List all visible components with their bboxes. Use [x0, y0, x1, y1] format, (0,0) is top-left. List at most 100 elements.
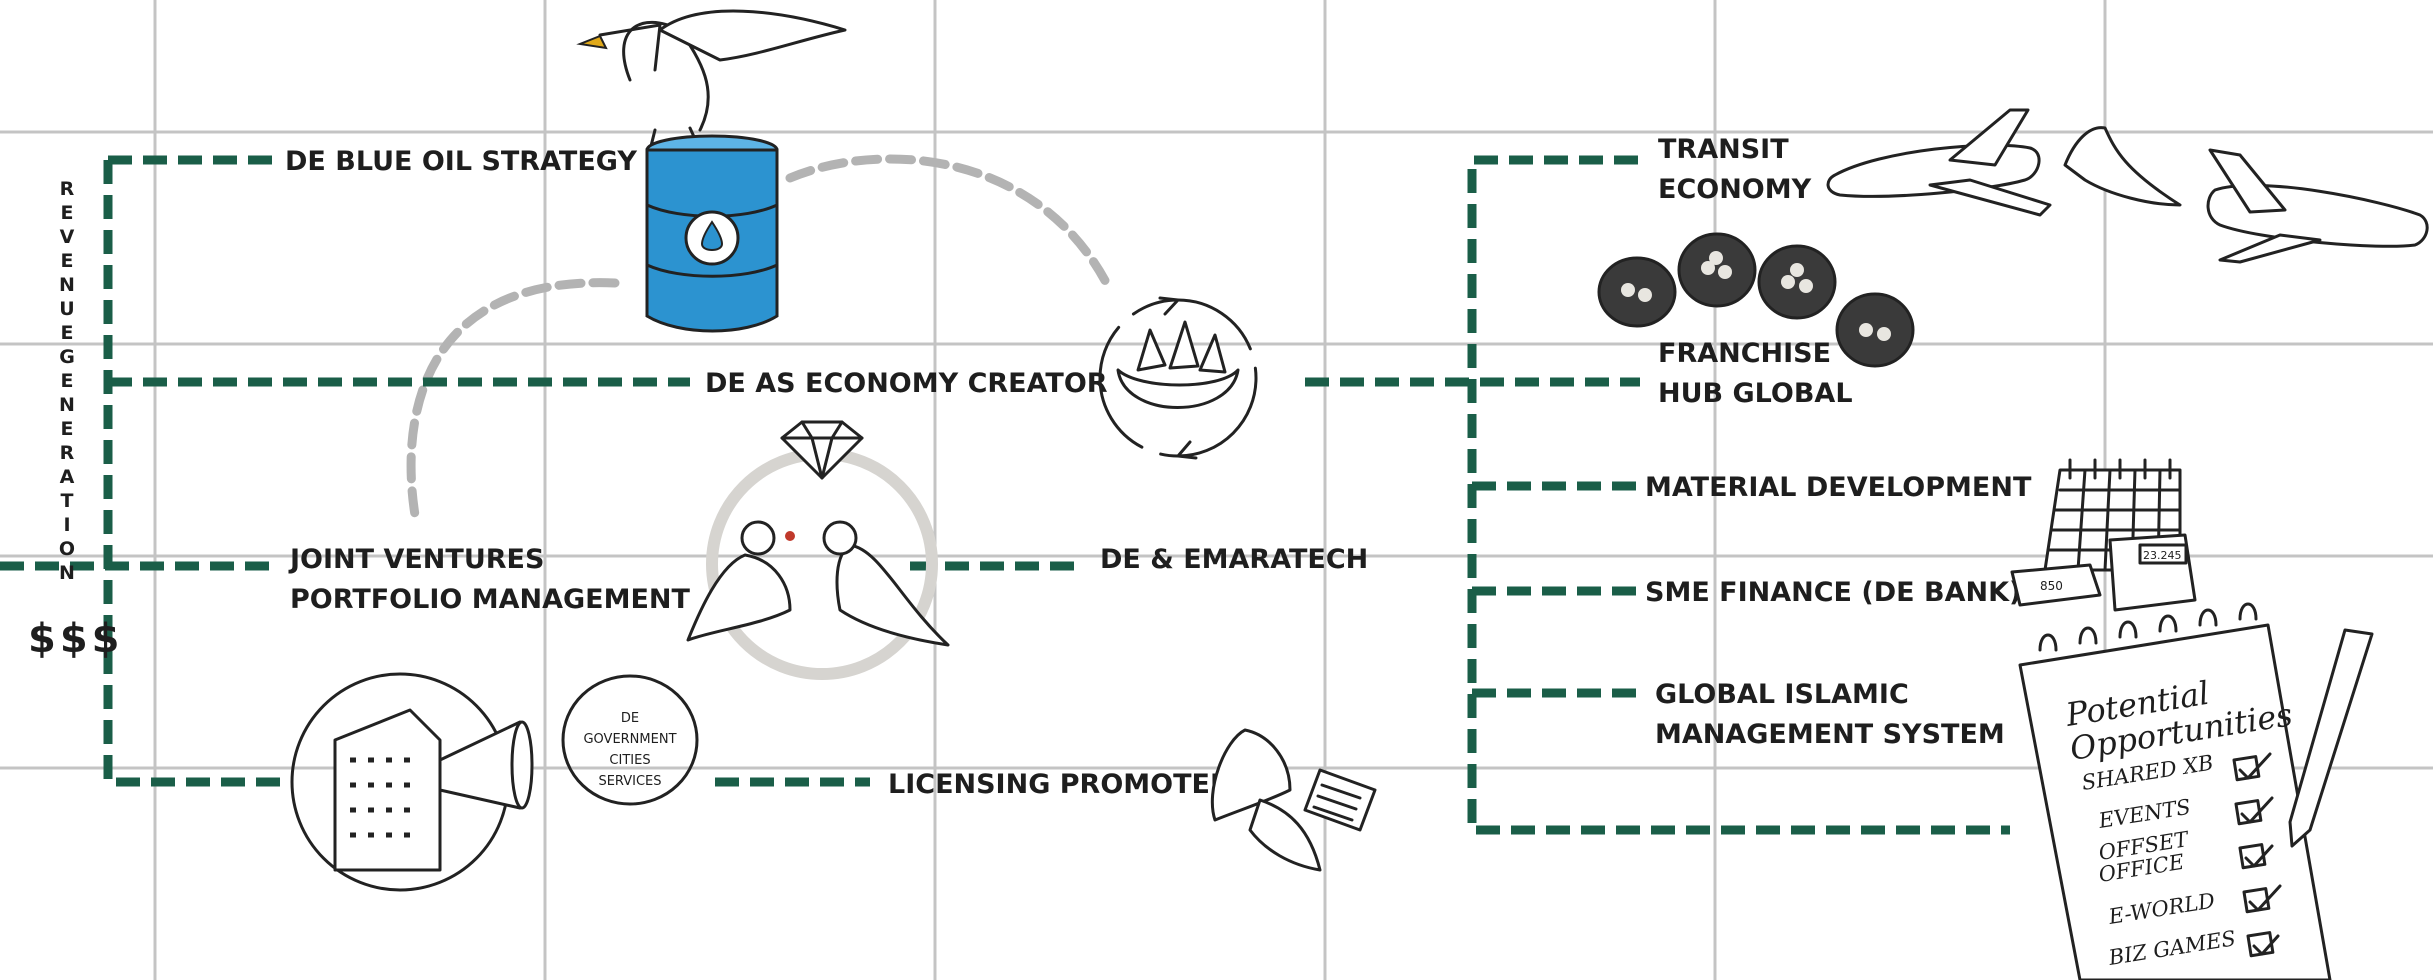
pen — [2288, 628, 2374, 848]
label-emaratech: DE & EMARATECH — [1100, 544, 1368, 575]
right-trunk — [1467, 155, 2010, 835]
revenue-letter: E — [61, 418, 74, 440]
revenue-letter: E — [61, 202, 74, 224]
label-licensing-promoter: LICENSING PROMOTER — [888, 769, 1231, 800]
label-portfolio-management: PORTFOLIO MANAGEMENT — [290, 584, 691, 615]
bird-left-head — [740, 520, 776, 556]
gov-bubble-line-1: DE — [621, 711, 639, 726]
chicks — [1136, 320, 1227, 374]
water-drop-icon — [700, 220, 724, 251]
megaphone-building-icon — [290, 672, 534, 892]
bird-body — [2063, 126, 2182, 207]
label-global-islamic: GLOBAL ISLAMIC — [1655, 679, 1909, 710]
banknote — [2010, 563, 2102, 607]
certificate-lines — [1312, 783, 1362, 822]
label-joint-ventures: JOINT VENTURES — [288, 544, 544, 575]
notepad-pen-icon: Potential Opportunities SHARED XB EVENTS… — [2018, 602, 2374, 980]
revenue-letter: O — [59, 538, 75, 560]
banknote-value: 850 — [2040, 579, 2063, 593]
gov-bubble: DE GOVERNMENT CITIES SERVICES — [561, 674, 699, 806]
nest-1 — [1597, 256, 1677, 328]
eagle-head — [598, 23, 662, 72]
gov-bubble-outline — [561, 674, 699, 806]
calendar-rings — [2068, 458, 2172, 480]
nest-eggs — [1621, 251, 1891, 341]
revenue-letter: E — [61, 370, 74, 392]
revenue-letter: N — [59, 394, 75, 416]
flying-bird-icon — [2063, 126, 2182, 207]
nest-bowl — [1116, 368, 1240, 409]
airplane-wing — [2218, 233, 2322, 264]
megaphone-mouth — [510, 720, 534, 810]
revenue-letter: T — [61, 490, 74, 512]
bird-left — [686, 553, 792, 642]
dove-wing-top — [1210, 728, 1292, 822]
lovebirds-icon — [686, 520, 950, 647]
airplane-icon-2 — [2206, 148, 2429, 264]
eagle-beak — [576, 34, 608, 50]
eagle-on-barrel-icon — [576, 9, 847, 333]
revenue-letter: N — [59, 274, 75, 296]
barrel-to-jv-arc — [406, 278, 620, 520]
flow-arcs — [406, 154, 1115, 520]
bird-right-head — [822, 520, 858, 556]
revenue-letter: I — [63, 514, 70, 536]
dove-wing-bottom — [1248, 798, 1322, 872]
calculator-icon: 23.245 — [2108, 533, 2197, 612]
ring-diamond — [780, 420, 864, 480]
currency-symbols: $$$ — [28, 616, 124, 662]
building — [333, 708, 442, 872]
notepad-checkboxes — [2232, 752, 2282, 958]
bird-right — [835, 543, 950, 647]
barrel-to-nest-arc — [785, 154, 1115, 295]
nest-3 — [1757, 244, 1837, 320]
connectors — [0, 155, 2010, 835]
left-trunk — [103, 160, 285, 787]
gov-bubble-line-4: SERVICES — [598, 774, 661, 789]
gov-bubble-line-3: CITIES — [609, 753, 650, 768]
label-material-development: MATERIAL DEVELOPMENT — [1645, 472, 2032, 503]
nest-4 — [1835, 292, 1915, 368]
checkmarks — [2238, 752, 2282, 956]
bird-bow — [785, 531, 795, 541]
label-management-system: MANAGEMENT SYSTEM — [1655, 719, 2005, 750]
certificate — [1303, 768, 1377, 832]
revenue-letter: U — [59, 298, 74, 320]
notepad-spiral — [2038, 602, 2258, 652]
revenue-letter: E — [61, 250, 74, 272]
diamond-ring-icon — [706, 420, 938, 680]
calculator-screen — [2138, 543, 2188, 565]
revenue-letter: N — [59, 562, 75, 584]
eagle-wing — [658, 9, 847, 62]
megaphone — [438, 720, 522, 810]
banknote-icon: 850 — [2010, 563, 2102, 607]
nest-cycle-icon — [1098, 296, 1258, 460]
airplane-icon-1 — [1826, 108, 2052, 217]
label-economy: ECONOMY — [1658, 174, 1812, 205]
revenue-letter: V — [60, 226, 75, 248]
revenue-letter: R — [60, 178, 75, 200]
dove-certificate-icon — [1210, 728, 1377, 872]
airplane-wing — [1948, 108, 2030, 167]
revenue-letter: A — [60, 466, 75, 488]
bird-nests-icon — [1597, 232, 1915, 368]
building-windows — [350, 757, 410, 838]
label-franchise: FRANCHISE — [1658, 338, 1831, 369]
label-blue-oil-strategy: DE BLUE OIL STRATEGY — [285, 146, 637, 177]
label-economy-creator: DE AS ECONOMY CREATOR — [705, 368, 1108, 399]
airplane-tail-wing — [1928, 178, 2052, 217]
revenue-letter: G — [59, 346, 75, 368]
label-transit: TRANSIT — [1658, 134, 1789, 165]
nest-2 — [1677, 232, 1757, 308]
revenue-letter: E — [61, 322, 74, 344]
airplane-tail — [2208, 148, 2287, 214]
diamond-facets — [780, 420, 864, 480]
label-sme-finance: SME FINANCE (DE BANK) — [1645, 577, 2021, 608]
cycle-arrows — [1158, 296, 1198, 460]
label-hub-global: HUB GLOBAL — [1658, 378, 1853, 409]
revenue-letter: R — [60, 442, 75, 464]
airplane-fuselage — [1826, 143, 2041, 198]
